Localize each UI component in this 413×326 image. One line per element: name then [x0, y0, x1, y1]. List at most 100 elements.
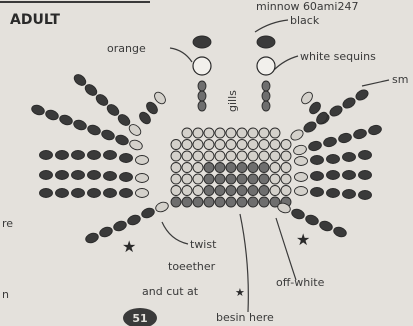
right-leg-2-bead: [368, 124, 383, 136]
left-leg-6-bead: [98, 226, 113, 239]
right-claw-bead: [299, 90, 314, 106]
body-bead: [237, 197, 247, 207]
body-bead: [259, 140, 269, 150]
body-bead: [248, 128, 258, 138]
label-off-white: off-white: [276, 276, 325, 289]
leader-orange: [170, 48, 192, 62]
body-bead: [226, 174, 236, 184]
body-bead: [171, 163, 181, 173]
body-bead: [182, 163, 192, 173]
left-leg-4-bead: [56, 171, 69, 180]
body-bead: [215, 174, 225, 184]
star-icon-left: ★: [122, 237, 136, 256]
right-leg-2-bead: [293, 144, 308, 156]
left-leg-3-bead: [40, 151, 53, 160]
body-bead: [215, 151, 225, 161]
left-leg-5-bead: [40, 189, 53, 198]
eye-sequin: [193, 57, 211, 75]
body-bead: [259, 151, 269, 161]
left-leg-2-bead: [86, 124, 101, 137]
left-leg-1-bead: [83, 82, 99, 97]
body-bead: [204, 186, 214, 196]
left-leg-6-bead: [140, 207, 155, 220]
body-bead: [281, 140, 291, 150]
body-bead: [193, 151, 203, 161]
body-bead: [248, 163, 258, 173]
left-leg-6-bead: [154, 201, 169, 214]
right-leg-6-bead: [318, 220, 333, 233]
leader-white-sequins: [274, 56, 298, 70]
body-bead: [204, 151, 214, 161]
body-bead: [226, 128, 236, 138]
body-bead: [215, 163, 225, 173]
left-leg-3-bead: [104, 151, 117, 160]
right-leg-1-bead: [289, 128, 305, 142]
left-leg-6-bead: [112, 220, 127, 233]
left-leg-2-bead: [30, 104, 45, 117]
left-leg-1-bead: [116, 112, 132, 127]
body-bead: [204, 174, 214, 184]
right-leg-5-bead: [327, 189, 340, 198]
body-bead: [215, 197, 225, 207]
body-bead: [193, 197, 203, 207]
body-bead: [259, 197, 269, 207]
body-bead: [248, 186, 258, 196]
star-icon-right: ★: [296, 230, 310, 249]
left-leg-4-bead: [104, 172, 117, 181]
right-leg-4-bead: [327, 171, 340, 180]
right-leg-1-bead: [302, 120, 318, 134]
body-bead: [171, 140, 181, 150]
left-leg-3-bead: [136, 156, 149, 165]
body-bead: [226, 151, 236, 161]
left-leg-1-bead: [127, 122, 143, 137]
right-leg-1-bead: [341, 96, 357, 110]
right-leg-5-bead: [343, 190, 356, 199]
body-bead: [215, 128, 225, 138]
eye-stalk-bead: [262, 101, 270, 111]
eye-stalk-bead: [262, 91, 270, 101]
left-leg-4-bead: [88, 171, 101, 180]
body-bead: [182, 151, 192, 161]
eye-stalk-bead: [198, 91, 206, 101]
right-leg-3-bead: [359, 151, 372, 160]
body-bead: [193, 174, 203, 184]
eye-sequin: [257, 57, 275, 75]
left-leg-4-bead: [136, 174, 149, 183]
right-leg-1-bead: [354, 88, 370, 102]
right-leg-2-bead: [353, 128, 368, 140]
left-fragment-2: n: [2, 288, 9, 301]
left-leg-2-bead: [72, 119, 87, 132]
right-leg-6-bead: [290, 208, 305, 221]
right-leg-5-bead: [359, 191, 372, 200]
body-bead: [259, 174, 269, 184]
leader-black: [255, 20, 288, 32]
right-leg-4-bead: [295, 173, 308, 182]
eye-stalk-bead: [262, 81, 270, 91]
left-leg-4-bead: [120, 173, 133, 182]
body-bead: [259, 163, 269, 173]
right-leg-3-bead: [311, 156, 324, 165]
body-bead: [270, 174, 280, 184]
body-bead: [237, 186, 247, 196]
left-leg-2-bead: [128, 139, 143, 152]
body-bead: [193, 186, 203, 196]
left-leg-5-bead: [136, 189, 149, 198]
left-leg-5-bead: [72, 189, 85, 198]
body-bead: [281, 163, 291, 173]
diagram-title: ADULT: [10, 12, 60, 28]
body-bead: [171, 174, 181, 184]
label-black: black: [290, 14, 320, 27]
left-leg-3-bead: [56, 151, 69, 160]
bead-layer: [30, 36, 382, 244]
body-bead: [215, 186, 225, 196]
body-bead: [171, 151, 181, 161]
right-leg-4-bead: [343, 171, 356, 180]
eye-stalk-bead: [198, 101, 206, 111]
body-bead: [237, 140, 247, 150]
body-bead: [237, 151, 247, 161]
left-leg-5-bead: [88, 189, 101, 198]
left-leg-4-bead: [72, 171, 85, 180]
body-bead: [248, 151, 258, 161]
body-bead: [237, 163, 247, 173]
